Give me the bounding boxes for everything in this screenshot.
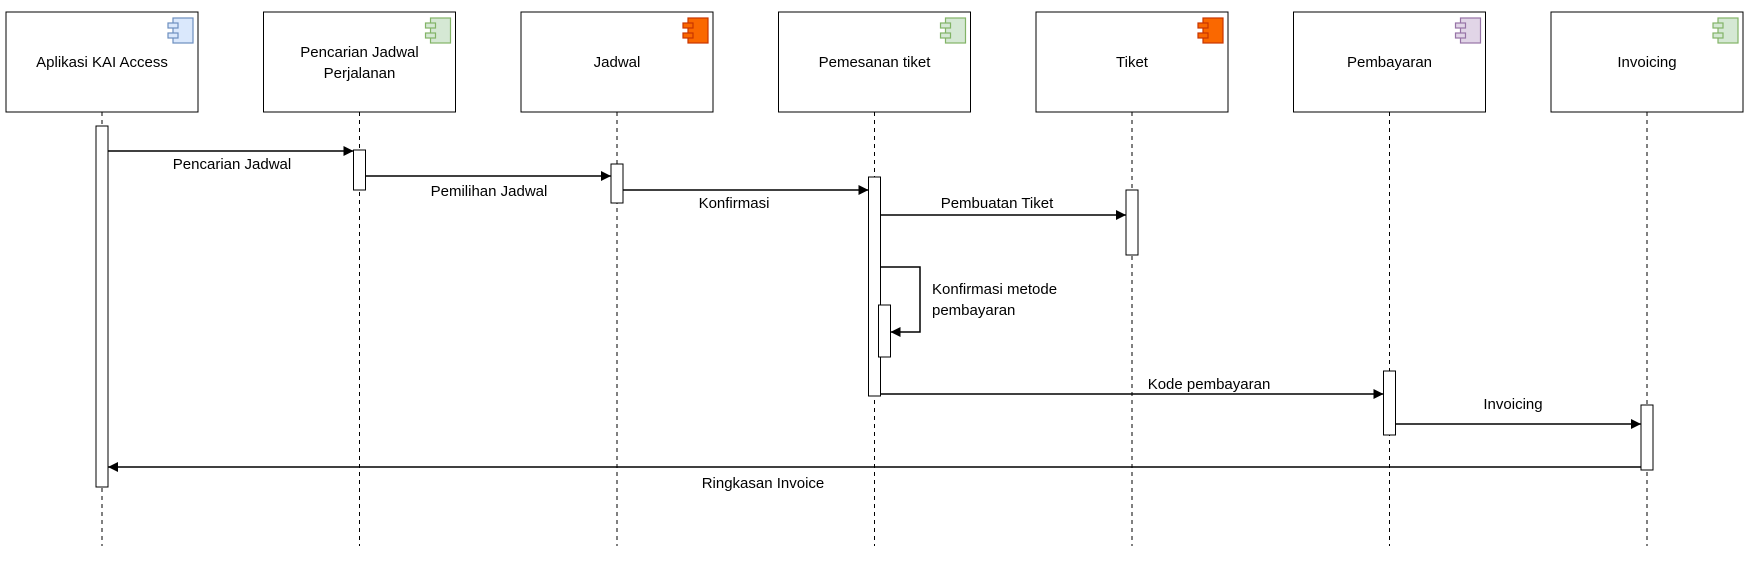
message: Pemilihan Jadwal [365,171,611,200]
message-label-line: Ringkasan Invoice [702,475,825,492]
activation-bar [95,125,109,488]
message: Konfirmasi [623,185,869,212]
message-label: Ringkasan Invoice [702,475,825,492]
participant[interactable]: Tiket [1035,11,1229,113]
participant-label-line: Pencarian Jadwal [300,44,418,61]
participant-box [5,11,199,113]
participant-label-line: Perjalanan [324,65,396,82]
participant-box [1550,11,1744,113]
message-label-line: Pembuatan Tiket [941,195,1054,212]
participant[interactable]: Aplikasi KAI Access [5,11,199,113]
message: Pencarian Jadwal [108,146,354,173]
participant-label-line: Jadwal [594,54,641,71]
message-label-line: Konfirmasi [699,195,770,212]
component-icon [167,17,194,44]
participant-label-line: Aplikasi KAI Access [36,54,168,71]
participant-label: Pembayaran [1347,54,1432,71]
participant-label-line: Pemesanan tiket [819,54,932,71]
message-label: Pemilihan Jadwal [431,183,548,200]
participant[interactable]: Pembayaran [1293,11,1486,113]
participant-box [778,11,971,113]
participant[interactable]: Invoicing [1550,11,1744,113]
message-label: Invoicing [1483,396,1542,413]
message-label-line: Konfirmasi metode [932,281,1057,298]
message-label-line: Invoicing [1483,396,1542,413]
participant-box [520,11,714,113]
participant-label: Pemesanan tiket [819,54,932,71]
participant-label-line: Pembayaran [1347,54,1432,71]
participant-box [263,11,456,113]
message-label: Konfirmasi [699,195,770,212]
message-label-line: Pemilihan Jadwal [431,183,548,200]
component-icon [939,17,967,44]
component-icon [1712,17,1739,44]
message: Pembuatan Tiket [880,195,1126,220]
activation-bar [353,149,366,191]
activation-bar [610,163,624,204]
message: Kode pembayaran [880,376,1384,399]
message: Ringkasan Invoice [108,462,1641,492]
message-label-line: Pencarian Jadwal [173,156,291,173]
activation-bar [1383,370,1396,436]
participant[interactable]: Pemesanan tiket [778,11,971,113]
activation-bar [868,176,881,397]
message-label: Pembuatan Tiket [941,195,1054,212]
participant-box [1293,11,1486,113]
message-label: Kode pembayaran [1148,376,1271,393]
component-icon [1197,17,1224,44]
activation-bar [1640,404,1654,471]
participant-label: Aplikasi KAI Access [36,54,168,71]
message-label-line: pembayaran [932,302,1015,319]
self-message-arrow [880,266,921,337]
participant-label: Invoicing [1617,54,1676,71]
message: Konfirmasi metode pembayaran [880,266,1057,337]
participant-label-line: Tiket [1116,54,1149,71]
activation-bar [1125,189,1139,256]
participant-label: Tiket [1116,54,1149,71]
participant-box [1035,11,1229,113]
participant-label-line: Invoicing [1617,54,1676,71]
message-label-line: Kode pembayaran [1148,376,1271,393]
message-label: Konfirmasi metode pembayaran [932,281,1057,319]
component-icon [1454,17,1482,44]
component-icon [424,17,452,44]
message: Invoicing [1395,396,1641,429]
participant-label: Jadwal [594,54,641,71]
activation-bar [878,304,891,358]
component-icon [682,17,709,44]
message-label: Pencarian Jadwal [173,156,291,173]
participant[interactable]: Jadwal [520,11,714,113]
